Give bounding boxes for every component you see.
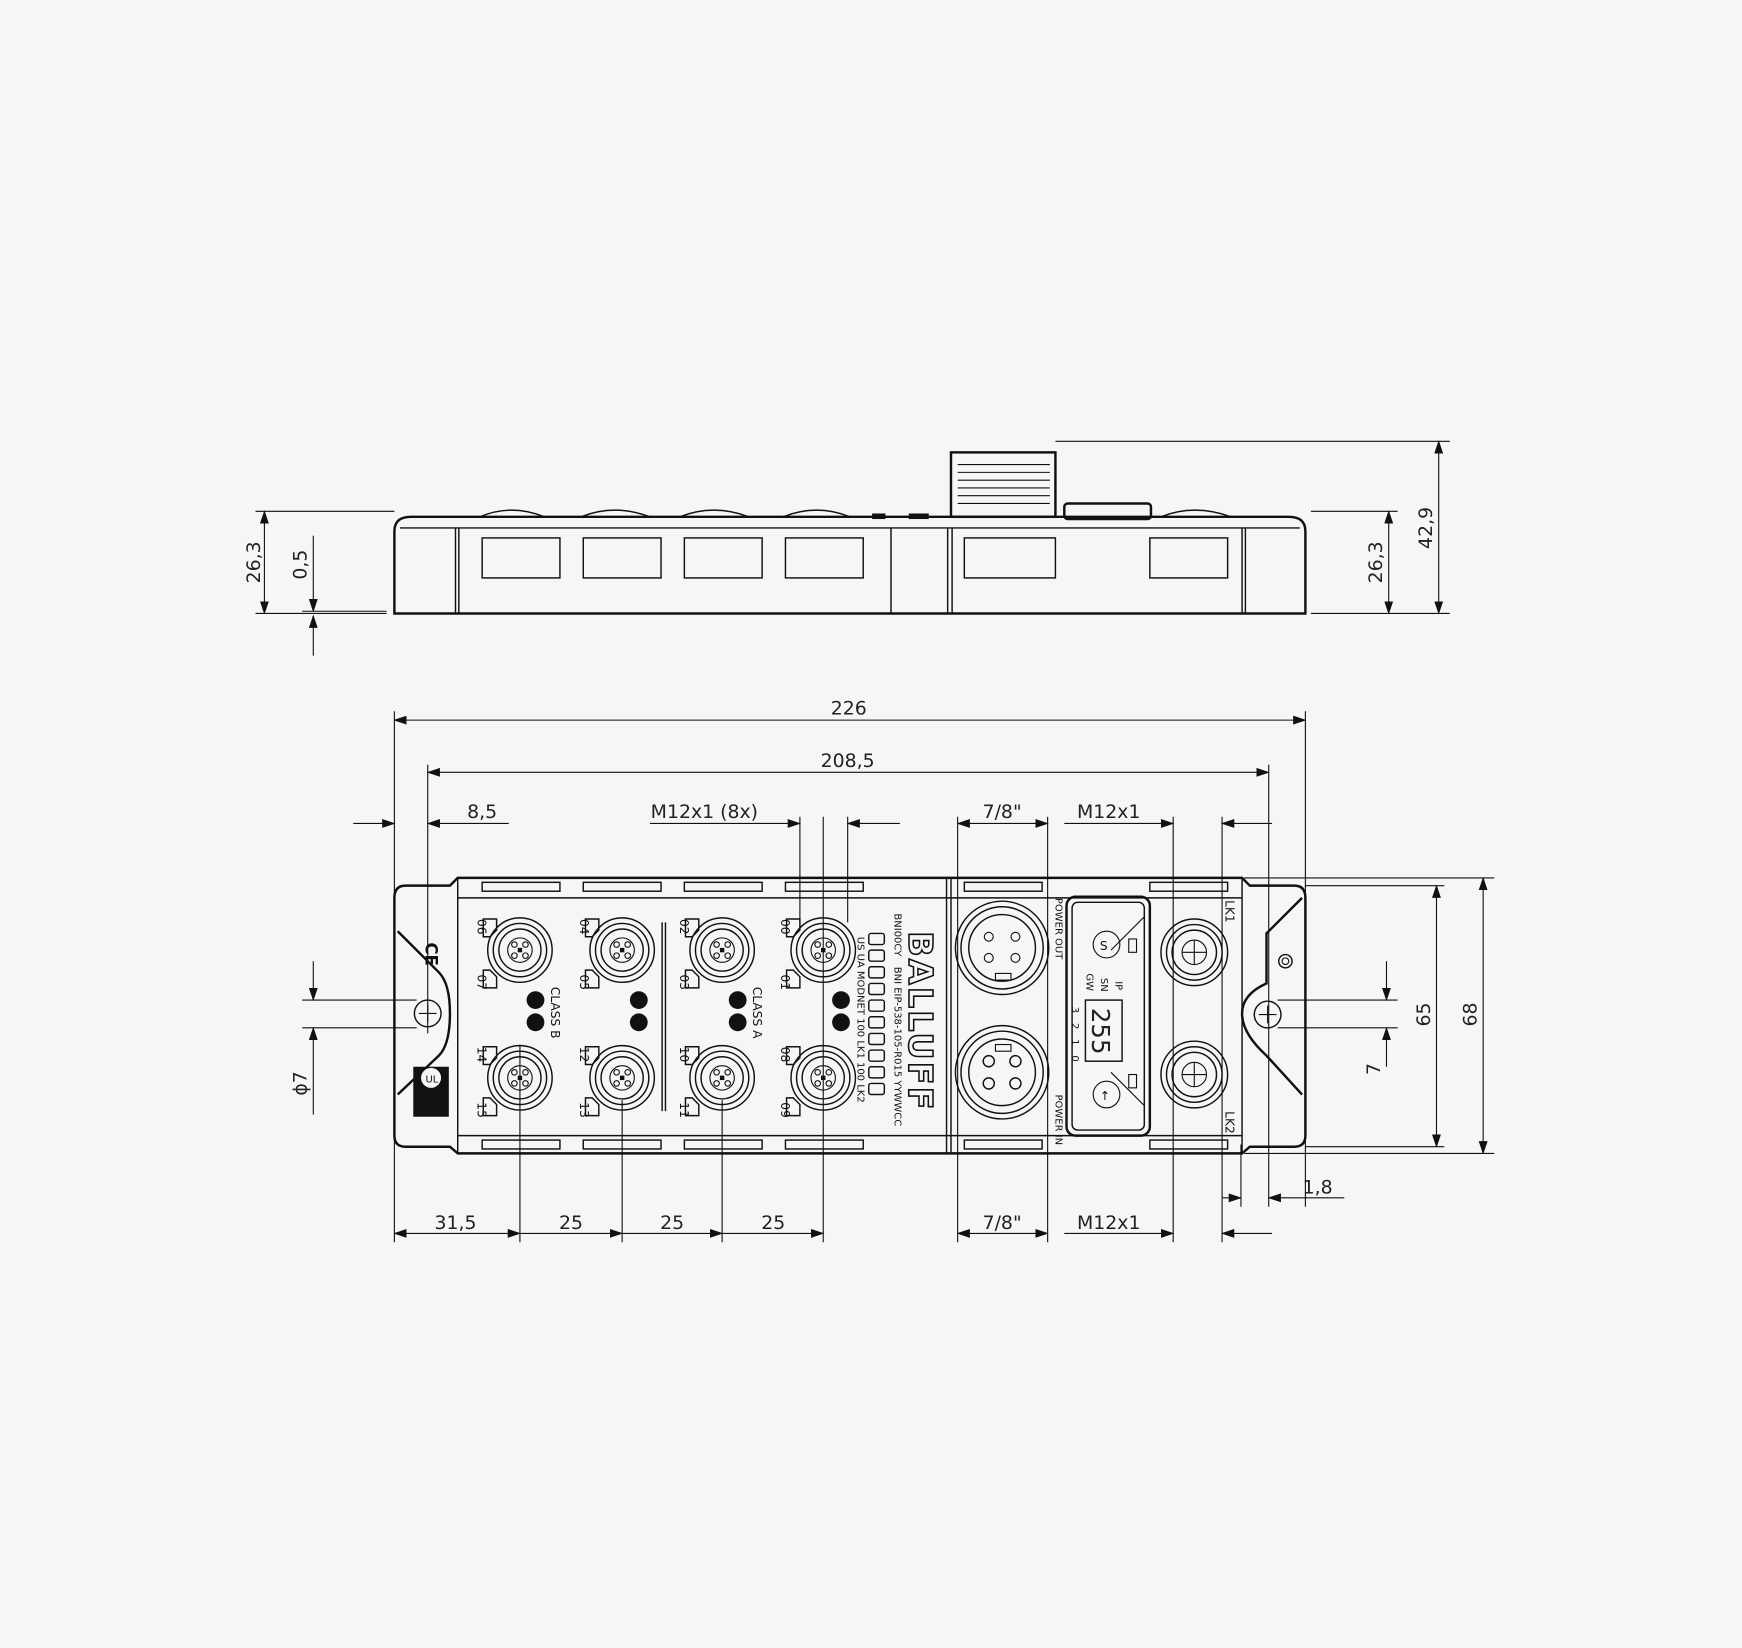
dim-edge: 1,8 <box>1303 1176 1333 1198</box>
dim-length: 226 <box>831 698 867 720</box>
port-number-label: 06 <box>475 919 489 935</box>
port-number-label: 11 <box>677 1102 691 1118</box>
dim-side-height-right: 26,3 <box>1365 541 1387 583</box>
svg-text:↑: ↑ <box>1100 1089 1110 1103</box>
dim-pitch-2: 25 <box>660 1212 684 1234</box>
power-in-connector <box>954 1024 1050 1120</box>
port-number-label: 09 <box>778 1102 792 1118</box>
svg-text:S: S <box>1100 939 1108 953</box>
display-label-gw: GW <box>1084 973 1095 991</box>
port-number-label: 10 <box>677 1047 691 1063</box>
m12-port: 08 09 <box>778 1044 857 1118</box>
dim-power-bottom: 7/8" <box>983 1212 1022 1234</box>
port-number-label: 05 <box>577 975 591 991</box>
dim-hole-diameter: ϕ7 <box>290 1071 312 1095</box>
lk2-label: LK2 <box>1222 1111 1236 1134</box>
dim-power-top: 7/8" <box>983 801 1022 823</box>
power-out-connector <box>954 900 1050 996</box>
dim-hole-spacing: 208,5 <box>821 750 875 772</box>
port-number-label: 08 <box>778 1047 792 1063</box>
dim-pitch-1: 25 <box>559 1212 583 1234</box>
port-number-label: 02 <box>677 919 691 935</box>
m12-port: 10 11 <box>677 1044 756 1118</box>
dim-width-inner: 65 <box>1413 1003 1435 1027</box>
class-b-label: CLASS B <box>548 987 562 1039</box>
dim-pitch-3: 25 <box>761 1212 785 1234</box>
ul-mark: UL <box>413 1066 449 1117</box>
lk1-label: LK1 <box>1222 900 1236 923</box>
port-number-label: 01 <box>778 975 792 991</box>
port-number-label: 15 <box>475 1102 489 1118</box>
m12-port: 14 15 <box>475 1044 553 1118</box>
dim-side-height-left: 26,3 <box>243 541 265 583</box>
side-view <box>393 451 1307 615</box>
ce-mark: CE <box>422 942 441 966</box>
port-number-label: 14 <box>475 1047 489 1063</box>
m12-port: 04 05 <box>577 917 656 991</box>
link-port-1 <box>1160 918 1229 987</box>
port-number-label: 12 <box>577 1047 591 1063</box>
dim-hole-offset: 8,5 <box>467 801 497 823</box>
plan-dimensions: 226 208,5 8,5 M12x1 (8x) 7/8" M12x1 31,5… <box>290 698 1495 1243</box>
display-value: 255 <box>1086 1008 1115 1055</box>
display-label-ip: IP <box>1112 981 1123 990</box>
m12-port: 06 07 <box>475 917 553 991</box>
power-out-label: POWER OUT <box>1052 898 1063 960</box>
display-label-sn: SN <box>1098 978 1109 992</box>
m12-port: 12 13 <box>577 1044 656 1118</box>
dim-link-bottom: M12x1 <box>1077 1212 1140 1234</box>
brand-logo: BALLUFF <box>901 931 940 1112</box>
port-number-label: 00 <box>778 919 792 935</box>
dim-total-height: 42,9 <box>1415 507 1437 549</box>
plan-view: CE UL 06 07 04 05 02 03 00 01 14 15 12 13 10 11 08 09 B… <box>393 876 1307 1155</box>
m12-port: 02 03 <box>677 917 756 991</box>
power-in-label: POWER IN <box>1052 1095 1063 1146</box>
link-port-2 <box>1160 1040 1229 1109</box>
port-number-label: 13 <box>577 1102 591 1118</box>
dim-side-offset: 0,5 <box>290 550 312 580</box>
model-line: BNI EIP-538-105-R015 YYWWCC <box>891 967 902 1126</box>
port-number-label: 03 <box>677 975 691 991</box>
dim-width: 68 <box>1459 1003 1481 1027</box>
port-number-label: 04 <box>577 919 591 935</box>
port-number-label: 07 <box>475 975 489 991</box>
display-panel: S ↑ 255 IP SN GW 3 2 1 0 <box>1065 895 1152 1137</box>
dim-first-port: 31,5 <box>434 1212 476 1234</box>
dim-link-top: M12x1 <box>1077 801 1140 823</box>
class-a-label: CLASS A <box>750 987 764 1039</box>
side-dimensions: 26,3 0,5 26,3 42,9 <box>243 440 1450 656</box>
m12-port: 00 01 <box>778 917 857 991</box>
svg-text:UL: UL <box>426 1074 439 1085</box>
model-code: BNI00CY <box>891 913 902 957</box>
dim-hole-right: 7 <box>1363 1063 1385 1075</box>
led-row <box>868 932 886 1096</box>
dim-m12-ports: M12x1 (8x) <box>651 801 758 823</box>
led-labels: US UA MODNET 100 LK1 100 LK2 <box>855 937 866 1103</box>
display-digits: 3 2 1 0 <box>1069 1007 1080 1065</box>
class-leds <box>526 991 850 1032</box>
